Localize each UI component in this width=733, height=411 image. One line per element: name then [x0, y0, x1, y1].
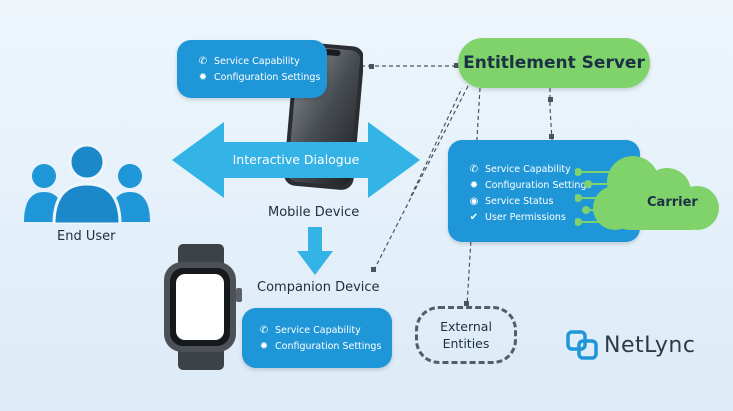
- check-badge-icon: ✔: [469, 211, 479, 223]
- card-item: ✔User Permissions: [467, 209, 640, 225]
- external-entities-box: External Entities: [415, 306, 517, 364]
- carrier-cloud-icon: [575, 156, 719, 230]
- card-item: ✹Configuration Settings: [196, 69, 327, 85]
- status-icon: ◉: [469, 195, 479, 207]
- interactive-dialogue-label: Interactive Dialogue: [232, 152, 360, 167]
- link-marker: [549, 134, 554, 139]
- companion-device-label: Companion Device: [257, 280, 380, 295]
- end-user-label: End User: [57, 229, 116, 244]
- external-server-dotted-line: [466, 87, 481, 307]
- end-user-icon: [24, 143, 150, 224]
- companion-device-card: ✆Service Capability ✹Configuration Setti…: [242, 308, 392, 368]
- link-marker: [464, 301, 469, 306]
- entitlement-server-box: Entitlement Server: [458, 38, 650, 88]
- card-item: ✆Service Capability: [467, 161, 640, 177]
- phone-icon: ✆: [469, 163, 479, 175]
- link-marker: [369, 64, 374, 69]
- card-item: ✹Configuration Settings: [257, 338, 392, 354]
- down-arrow-icon: [297, 227, 333, 275]
- brand-name: NetLync: [604, 332, 696, 358]
- gear-icon: ✹: [259, 340, 269, 352]
- link-marker: [548, 97, 553, 102]
- carrier-label: Carrier: [647, 195, 698, 210]
- smartwatch-icon: [164, 244, 242, 370]
- gear-icon: ✹: [469, 179, 479, 191]
- card-item: ✆Service Capability: [257, 322, 392, 338]
- server-carrier-dotted-line: [549, 88, 553, 141]
- gear-icon: ✹: [198, 71, 208, 83]
- phone-icon: ✆: [198, 55, 208, 67]
- phone-icon: ✆: [259, 324, 269, 336]
- card-item: ✆Service Capability: [196, 53, 327, 69]
- mobile-device-card: ✆Service Capability ✹Configuration Setti…: [177, 40, 327, 98]
- card-item: ◉Service Status: [467, 193, 640, 209]
- netlync-logo-icon: [566, 330, 598, 360]
- phone-arrow-server-dotted-line: [410, 87, 463, 197]
- mobile-device-label: Mobile Device: [268, 205, 360, 220]
- link-marker: [454, 63, 459, 68]
- interactive-dialogue-arrow: [172, 122, 420, 198]
- netlync-logo: NetLync: [566, 330, 695, 360]
- card-item: ✹Configuration Settings: [467, 177, 640, 193]
- link-marker: [371, 267, 376, 272]
